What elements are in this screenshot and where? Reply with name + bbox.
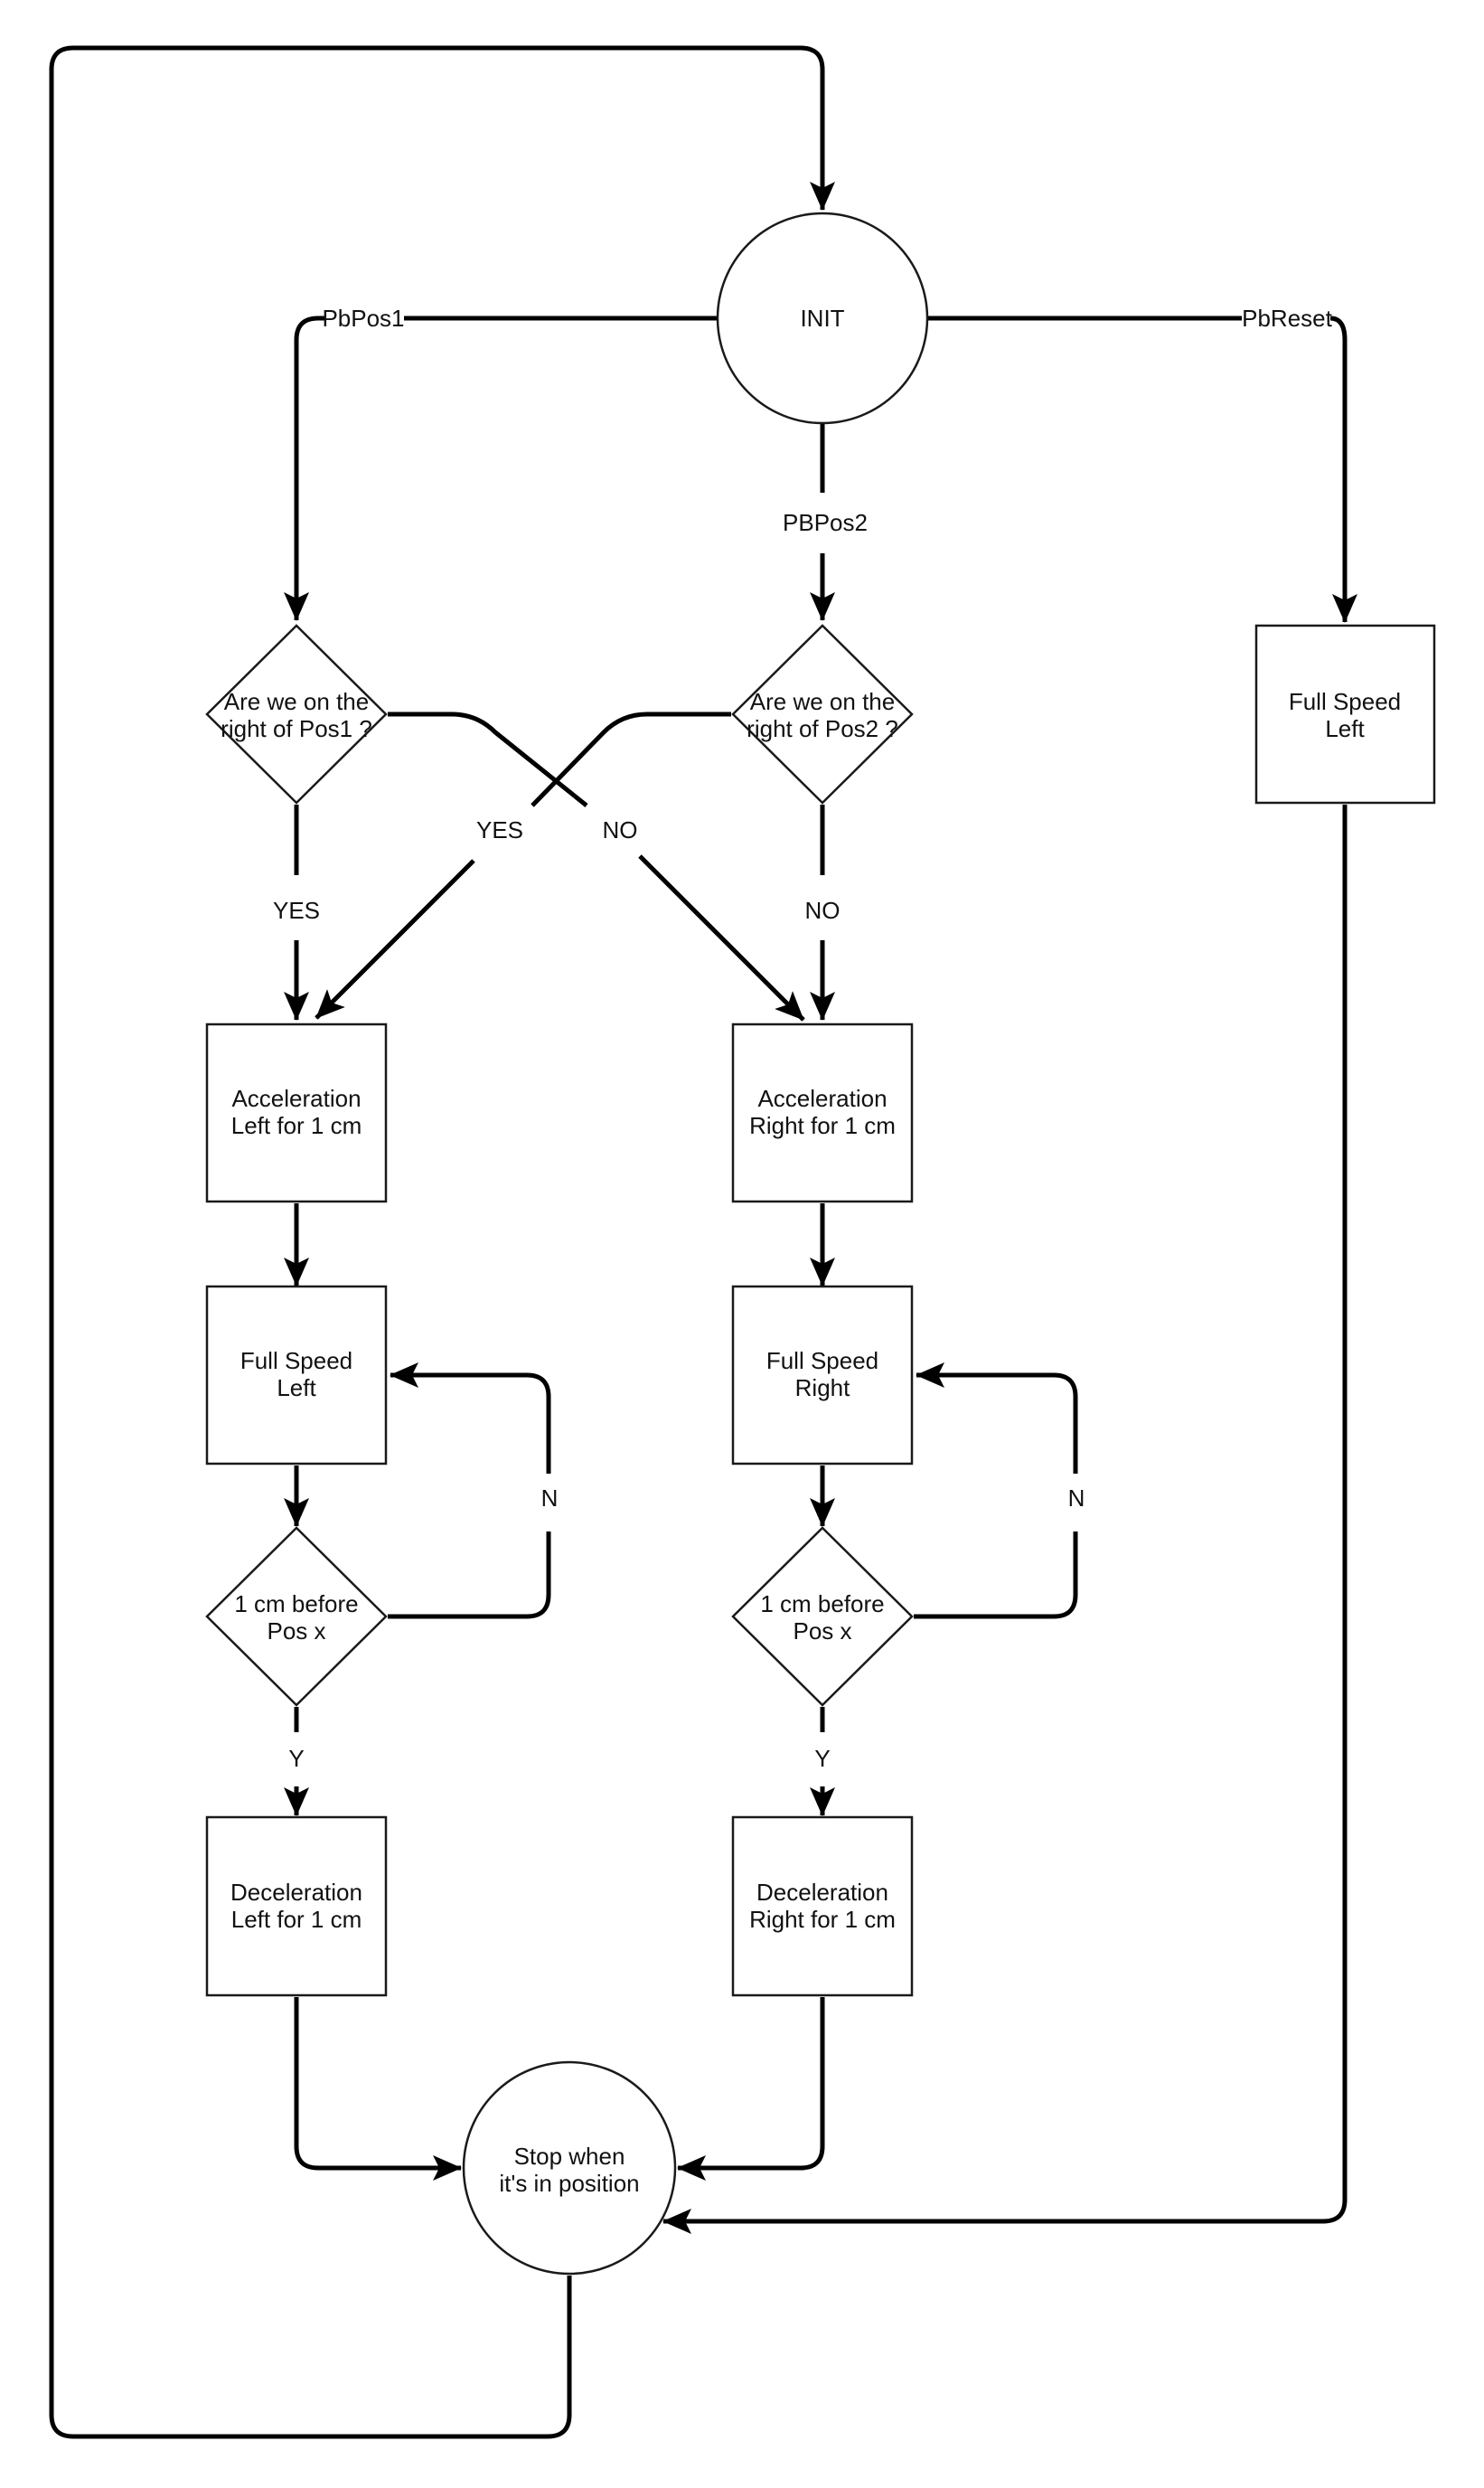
pos1-decision-line1: Are we on the [224, 688, 369, 715]
node-init: INIT [716, 212, 929, 425]
node-pos2-decision: Are we on the right of Pos2 ? [731, 624, 914, 805]
edge-label-left-n: N [541, 1484, 559, 1512]
init-label: INIT [800, 305, 844, 332]
stop-line1: Stop when [514, 2143, 625, 2170]
accel-right-box [731, 1023, 914, 1203]
edge-label-pbpos2: PBPos2 [783, 509, 868, 536]
edge-stop-loop-to-init [49, 45, 835, 2439]
edge-reset-fsl-to-stop [662, 805, 1348, 2234]
decel-right-line1: Deceleration [756, 1879, 888, 1906]
before-pos-right-line1: 1 cm before [760, 1590, 884, 1617]
reset-fsl-box [1254, 624, 1436, 805]
node-full-speed-right: Full Speed Right [731, 1285, 914, 1465]
full-speed-left-line2: Left [277, 1374, 316, 1401]
node-stop: Stop when it's in position [462, 2060, 677, 2276]
pos2-decision-line2: right of Pos2 ? [747, 715, 898, 742]
node-accel-right: Acceleration Right for 1 cm [731, 1023, 914, 1203]
node-before-pos-right: 1 cm before Pos x [731, 1526, 914, 1707]
pos1-decision-line2: right of Pos1 ? [221, 715, 372, 742]
accel-right-line1: Acceleration [757, 1085, 887, 1112]
edge-init-pbpos1-b [284, 316, 326, 621]
edge-left-n-loop-b [390, 1362, 551, 1474]
before-pos-left-diamond [205, 1526, 388, 1707]
edge-pos1-no-a [388, 712, 588, 807]
edge-label-pos2-no: NO [805, 897, 841, 924]
decel-right-line2: Right for 1 cm [749, 1906, 896, 1933]
before-pos-left-line1: 1 cm before [234, 1590, 358, 1617]
edge-label-left-y: Y [288, 1745, 304, 1772]
reset-fsl-line1: Full Speed [1289, 688, 1401, 715]
decel-left-line2: Left for 1 cm [231, 1906, 362, 1933]
edge-label-cross-no: NO [603, 816, 638, 843]
node-pos1-decision: Are we on the right of Pos1 ? [205, 624, 388, 805]
edge-left-n-loop-a [388, 1531, 551, 1619]
edge-label-pbpos1: PbPos1 [322, 305, 404, 332]
before-pos-right-line2: Pos x [793, 1617, 851, 1645]
node-reset-full-speed-left: Full Speed Left [1254, 624, 1436, 805]
full-speed-left-box [205, 1285, 388, 1465]
accel-left-box [205, 1023, 388, 1203]
full-speed-right-line1: Full Speed [766, 1347, 878, 1374]
edge-label-cross-yes: YES [476, 816, 523, 843]
accel-left-line1: Acceleration [231, 1085, 361, 1112]
node-accel-left: Acceleration Left for 1 cm [205, 1023, 388, 1203]
stop-circle [462, 2060, 677, 2276]
edge-pos2-yes-a [531, 712, 731, 807]
edge-label-right-n: N [1068, 1484, 1085, 1512]
before-pos-right-diamond [731, 1526, 914, 1707]
edge-right-n-loop-b [916, 1362, 1078, 1474]
accel-left-line2: Left for 1 cm [231, 1112, 362, 1139]
decel-left-box [205, 1815, 388, 1997]
pos2-decision-line1: Are we on the [750, 688, 895, 715]
edge-decel-right-to-stop [677, 1997, 825, 2181]
stop-line2: it's in position [499, 2170, 639, 2197]
edge-decel-left-to-stop [294, 1997, 462, 2181]
full-speed-left-line1: Full Speed [240, 1347, 352, 1374]
node-decel-left: Deceleration Left for 1 cm [205, 1815, 388, 1997]
decel-left-line1: Deceleration [230, 1879, 362, 1906]
node-full-speed-left: Full Speed Left [205, 1285, 388, 1465]
pos2-diamond [731, 624, 914, 805]
edge-label-pos1-yes: YES [273, 897, 320, 924]
node-before-pos-left: 1 cm before Pos x [205, 1526, 388, 1707]
decel-right-box [731, 1815, 914, 1997]
edge-pos2-yes-b [315, 859, 475, 1020]
pos1-diamond [205, 624, 388, 805]
edge-label-pbreset: PbReset [1242, 305, 1332, 332]
accel-right-line2: Right for 1 cm [749, 1112, 896, 1139]
edge-label-right-y: Y [814, 1745, 830, 1772]
node-decel-right: Deceleration Right for 1 cm [731, 1815, 914, 1997]
full-speed-right-line2: Right [795, 1374, 850, 1401]
init-circle [716, 212, 929, 425]
edge-init-pbreset-b [1329, 316, 1357, 623]
edge-right-n-loop-a [914, 1531, 1078, 1619]
reset-fsl-line2: Left [1325, 715, 1365, 742]
edge-pos1-no-b [638, 854, 805, 1022]
full-speed-right-box [731, 1285, 914, 1465]
before-pos-left-line2: Pos x [267, 1617, 325, 1645]
